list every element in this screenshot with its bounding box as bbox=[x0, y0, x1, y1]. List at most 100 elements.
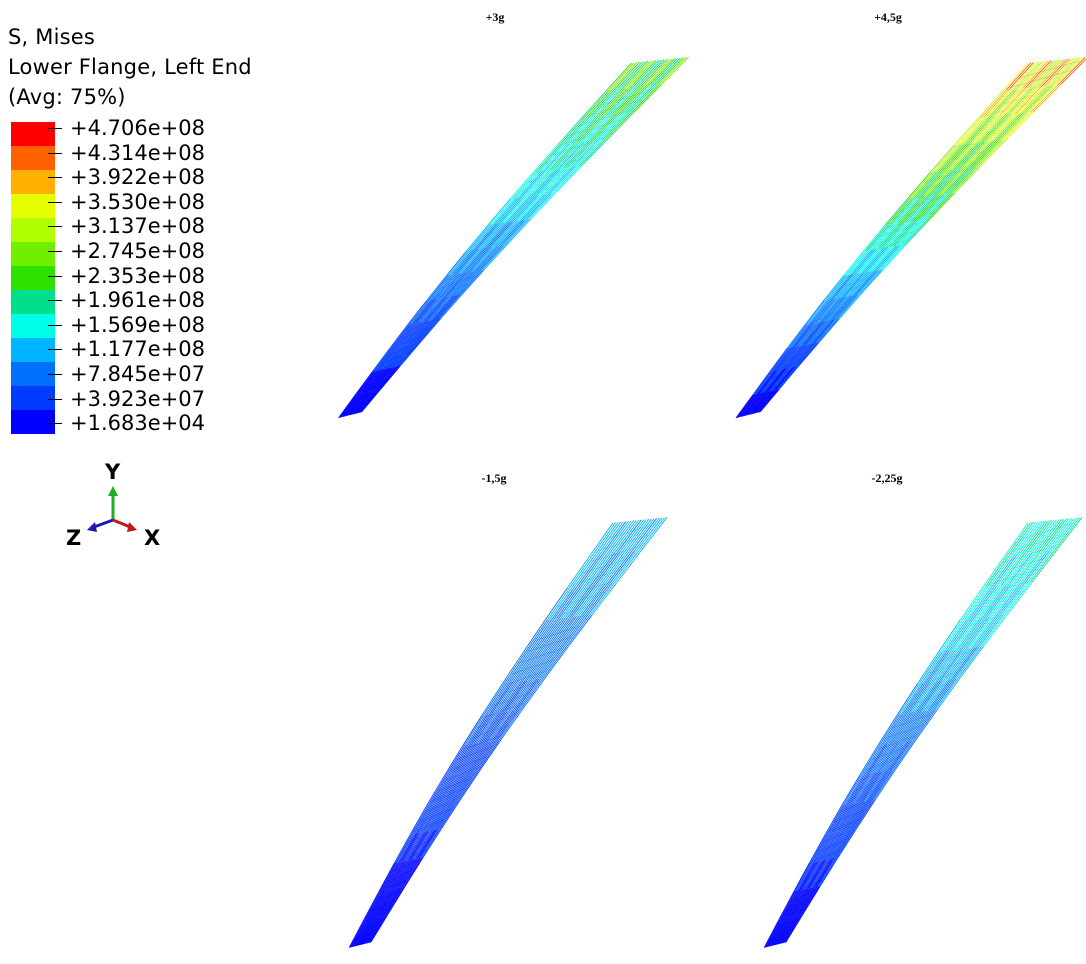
mesh-segment bbox=[411, 804, 430, 835]
mesh-cross-line bbox=[886, 212, 932, 229]
mesh-cross-line bbox=[596, 90, 651, 107]
mesh-segment bbox=[634, 517, 660, 551]
mesh-segment bbox=[843, 250, 865, 276]
mesh-segment bbox=[972, 615, 997, 649]
mesh-segment bbox=[980, 614, 1006, 648]
mesh-segment bbox=[639, 517, 665, 551]
mesh-segment bbox=[949, 142, 975, 171]
mesh-segment bbox=[508, 195, 533, 223]
mesh-segment bbox=[884, 741, 906, 772]
mesh-segment bbox=[922, 169, 948, 198]
mesh-cross-line bbox=[909, 185, 958, 201]
mesh-segment bbox=[831, 803, 849, 834]
mesh-cross-line bbox=[823, 829, 854, 843]
mesh-segment bbox=[879, 222, 903, 249]
mesh-segment bbox=[873, 245, 897, 272]
mesh-segment bbox=[616, 86, 644, 115]
mesh-segment bbox=[790, 888, 807, 918]
mesh-segment bbox=[833, 829, 853, 859]
mesh-segment bbox=[846, 249, 869, 276]
mesh-segment bbox=[796, 862, 813, 892]
mesh-segment bbox=[571, 584, 597, 618]
legend-title-variable: S, Mises bbox=[8, 25, 96, 49]
mesh-segment bbox=[1026, 520, 1052, 554]
mesh-segment bbox=[396, 322, 417, 347]
mesh-segment bbox=[435, 294, 458, 320]
mesh-segment bbox=[428, 774, 447, 805]
mesh-segment bbox=[514, 171, 539, 199]
mesh-segment bbox=[540, 167, 566, 196]
mesh-segment bbox=[557, 615, 582, 649]
mesh-segment bbox=[471, 246, 495, 272]
mesh-segment bbox=[364, 369, 384, 393]
mesh-segment bbox=[427, 801, 447, 832]
mesh-segment bbox=[497, 681, 520, 713]
mesh-segment bbox=[480, 244, 504, 271]
mesh-cross-line bbox=[405, 318, 438, 332]
legend-swatch bbox=[11, 170, 55, 194]
mesh-segment bbox=[372, 889, 390, 918]
mesh-segment bbox=[910, 681, 933, 714]
mesh-segment bbox=[489, 682, 511, 714]
mesh-segment bbox=[811, 319, 832, 344]
mesh-segment bbox=[426, 296, 448, 322]
mesh-segment bbox=[486, 710, 508, 743]
mesh-segment bbox=[911, 171, 936, 199]
mesh-cross-line bbox=[967, 119, 1022, 136]
mesh-segment bbox=[783, 914, 802, 944]
mesh-cross-line bbox=[871, 231, 915, 247]
mesh-segment bbox=[493, 220, 518, 247]
mesh-segment bbox=[935, 678, 959, 710]
mesh-segment bbox=[1006, 87, 1034, 116]
mesh-segment bbox=[984, 554, 1008, 588]
mesh-cross-line bbox=[497, 204, 541, 220]
mesh-segment bbox=[576, 583, 601, 617]
mesh-segment bbox=[880, 244, 905, 271]
mesh-segment bbox=[1032, 59, 1060, 88]
mesh-segment bbox=[970, 140, 997, 168]
mesh-segment bbox=[405, 831, 423, 862]
mesh-segment bbox=[1003, 552, 1028, 586]
mesh-segment bbox=[504, 196, 529, 223]
mesh-cross-line bbox=[392, 335, 424, 349]
mesh-segment bbox=[938, 619, 961, 653]
mesh-segment bbox=[879, 741, 901, 773]
mesh-segment bbox=[492, 197, 516, 225]
mesh-segment bbox=[879, 714, 900, 746]
mesh-cross-line bbox=[856, 249, 898, 264]
mesh-segment bbox=[1043, 58, 1072, 87]
mesh-cross-line bbox=[537, 157, 585, 174]
mesh-segment bbox=[429, 274, 451, 300]
mesh-cross-line bbox=[917, 176, 967, 192]
mesh-segment bbox=[506, 218, 532, 246]
mesh-segment bbox=[403, 832, 422, 862]
mesh-segment bbox=[595, 551, 621, 585]
mesh-segment bbox=[501, 680, 524, 713]
mesh-segment bbox=[516, 649, 539, 682]
mesh-segment bbox=[609, 550, 635, 584]
mesh-segment bbox=[376, 888, 394, 917]
mesh-segment bbox=[904, 682, 926, 714]
mesh-segment bbox=[960, 141, 987, 169]
mesh-segment bbox=[953, 617, 977, 651]
mesh-segment bbox=[624, 518, 650, 552]
mesh-segment bbox=[993, 113, 1021, 142]
mesh-segment bbox=[430, 774, 449, 805]
mesh-segment bbox=[600, 551, 625, 585]
mesh-segment bbox=[573, 115, 600, 144]
mesh-segment bbox=[883, 713, 904, 745]
mesh-segment bbox=[348, 392, 367, 416]
mesh-cross-line bbox=[438, 275, 476, 290]
mesh-segment bbox=[490, 198, 514, 225]
mesh-segment bbox=[1024, 520, 1049, 554]
mesh-segment bbox=[500, 708, 523, 741]
mesh-segment bbox=[502, 651, 524, 684]
mesh-segment bbox=[811, 833, 829, 863]
mesh-segment bbox=[1002, 62, 1029, 91]
mesh-segment bbox=[853, 270, 876, 296]
mesh-segment bbox=[468, 741, 489, 772]
mesh-segment bbox=[391, 323, 411, 348]
mesh-segment bbox=[576, 139, 603, 168]
mesh-segment bbox=[571, 554, 596, 588]
mesh-cross-line bbox=[988, 568, 1039, 585]
